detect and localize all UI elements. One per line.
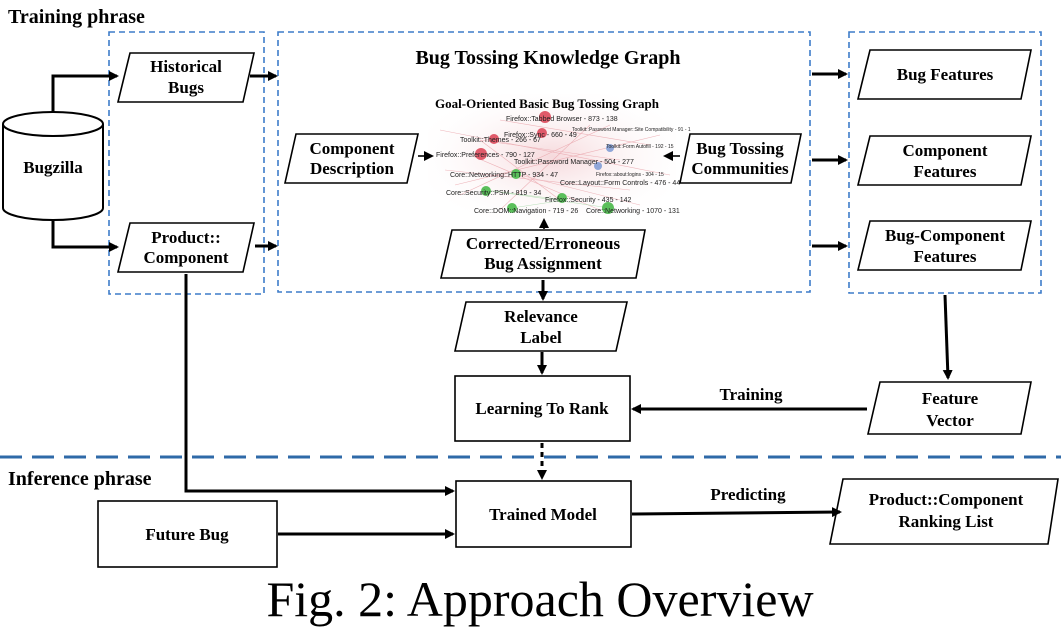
- learning-to-rank-label: Learning To Rank: [475, 399, 609, 418]
- product-component-line1: Product::: [151, 228, 221, 247]
- graph-edges: [439, 119, 671, 211]
- ranking-list-line2: Ranking List: [899, 512, 994, 531]
- component-features-line1: Component: [902, 141, 987, 160]
- historical-bugs-line1: Historical: [150, 57, 222, 76]
- graph-node-label: Firefox::Sync - 660 - 49: [504, 132, 577, 139]
- graph-node-label: Toolkit::Themes - 266 - 67: [460, 137, 541, 144]
- historical-bugs-line2: Bugs: [168, 78, 204, 97]
- graph-node-tabbed-browser: [539, 111, 551, 123]
- historical-bugs-node: Historical Bugs: [116, 52, 255, 103]
- knowledge-graph-box: [277, 31, 811, 293]
- graph-node-networking-http: [511, 169, 521, 179]
- graph-node-label: Core::Networking::HTTP - 934 - 47: [450, 172, 558, 179]
- graph-node-form-autofill: [606, 144, 614, 152]
- component-description-line2: Description: [310, 159, 395, 178]
- bug-tossing-communities-line1: Bug Tossing: [696, 139, 784, 158]
- graph-node-label: Core::DOM::Navigation - 719 - 26: [474, 208, 578, 215]
- graph-node-label: Firefox::about:logins - 304 - 15: [596, 172, 664, 178]
- graph-node-sync: [537, 128, 547, 138]
- corrected-assignment-line1: Corrected/Erroneous: [466, 234, 621, 253]
- product-component-node: Product:: Component: [116, 222, 255, 273]
- bug-features-node: Bug Features: [856, 49, 1032, 100]
- product-component-line2: Component: [143, 248, 228, 267]
- graph-node-label: Toolkit::Password Manager - 504 - 277: [514, 159, 634, 166]
- ranking-list-node: Product::Component Ranking List: [829, 478, 1059, 545]
- flow-arrows: [51, 69, 953, 539]
- bug-component-features-line1: Bug-Component: [885, 226, 1005, 245]
- bug-features-label: Bug Features: [897, 65, 994, 84]
- trained-model-label: Trained Model: [489, 505, 597, 524]
- inference-phase-label: Inference phrase: [8, 468, 152, 490]
- graph-node-label: Firefox::Tabbed Browser - 873 - 138: [506, 116, 618, 123]
- bug-component-features-line2: Features: [914, 247, 977, 266]
- bug-component-features-node: Bug-Component Features: [856, 220, 1032, 271]
- bug-tossing-communities-node: Bug Tossing Communities: [679, 133, 802, 184]
- training-edge-label: Training: [720, 385, 783, 404]
- graph-node-label: Core::Layout::Form Controls - 476 - 44: [560, 180, 680, 187]
- graph-node-label: Toolkit::Password Manager::Site Compatib…: [572, 127, 691, 133]
- corrected-assignment-line2: Bug Assignment: [484, 254, 602, 273]
- graph-node-themes: [489, 134, 499, 144]
- arrow-product-to-trained-model: [184, 274, 455, 496]
- future-bug-node: Future Bug: [97, 500, 278, 568]
- component-features-line2: Features: [914, 162, 977, 181]
- graph-node-dom-navigation: [507, 203, 517, 213]
- features-group-box: [848, 31, 1042, 294]
- feature-vector-line2: Vector: [926, 411, 974, 430]
- bugzilla-database: Bugzilla: [2, 111, 104, 221]
- graph-node-security-psm: [481, 186, 491, 196]
- feature-vector-line1: Feature: [922, 389, 979, 408]
- arrow-bugzilla-to-product-component: [51, 220, 119, 252]
- future-bug-label: Future Bug: [145, 525, 229, 544]
- arrow-bugzilla-to-historical: [51, 71, 119, 112]
- relevance-label-line1: Relevance: [504, 307, 578, 326]
- component-description-line1: Component: [309, 139, 394, 158]
- graph-node-password-manager: [594, 162, 602, 170]
- knowledge-graph-title: Bug Tossing Knowledge Graph: [415, 47, 680, 69]
- graph-subtitle: Goal-Oriented Basic Bug Tossing Graph: [435, 96, 660, 111]
- predicting-edge-label: Predicting: [710, 485, 786, 504]
- bug-tossing-graph-image: Goal-Oriented Basic Bug Tossing Graph: [428, 94, 691, 220]
- component-description-node: Component Description: [284, 133, 419, 184]
- corrected-assignment-node: Corrected/Erroneous Bug Assignment: [439, 229, 646, 279]
- learning-to-rank-node: Learning To Rank: [454, 375, 631, 442]
- training-phase-label: Training phrase: [8, 6, 145, 28]
- trained-model-node: Trained Model: [455, 480, 632, 548]
- component-features-node: Component Features: [856, 135, 1032, 186]
- arrow-features-to-vector: [942, 294, 953, 380]
- feature-vector-node: Feature Vector: [866, 381, 1032, 435]
- ranking-list-line1: Product::Component: [869, 490, 1024, 509]
- relevance-label-line2: Label: [520, 328, 562, 347]
- bug-tossing-communities-line2: Communities: [691, 159, 789, 178]
- relevance-label-node: Relevance Label: [454, 301, 628, 352]
- graph-node-preferences: [475, 148, 487, 160]
- graph-node-networking: [602, 202, 614, 214]
- graph-node-firefox-security: [557, 193, 567, 203]
- graph-node-label: Core::Security::PSM - 819 - 34: [446, 190, 541, 197]
- arrow-model-to-ranking: [631, 507, 842, 518]
- figure-caption: Fig. 2: Approach Overview: [266, 571, 813, 627]
- graph-node-label: Firefox::Preferences - 790 - 127: [436, 152, 535, 159]
- bugzilla-label: Bugzilla: [23, 158, 83, 177]
- graph-node-label: Toolkit::Form Autofill - 192 - 15: [606, 144, 674, 150]
- graph-node-label: Firefox::Security - 435 - 142: [545, 197, 631, 204]
- graph-node-label: Core::Networking - 1070 - 131: [586, 208, 680, 215]
